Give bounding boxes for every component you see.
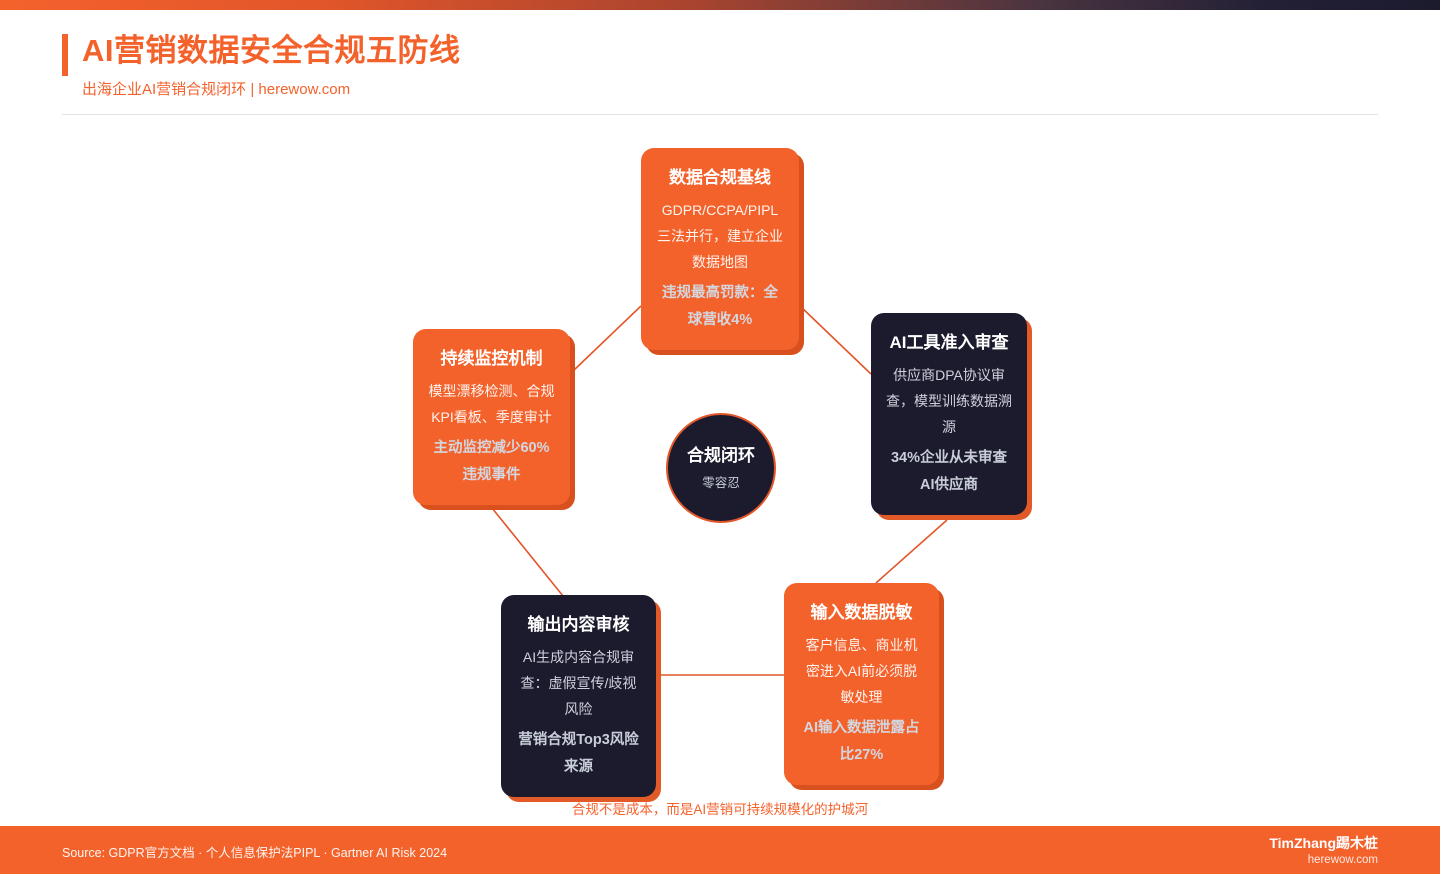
top-accent-strip [0, 0, 1440, 10]
pillar-card-input-data-masking[interactable]: 输入数据脱敏 客户信息、商业机密进入AI前必须脱敏处理 AI输入数据泄露占比27… [784, 583, 939, 785]
footer-brand-site: herewow.com [1307, 854, 1378, 867]
pillar-card-ai-tool-admission-review[interactable]: AI工具准入审查 供应商DPA协议审查，模型训练数据溯源 34%企业从未审查AI… [871, 313, 1027, 515]
card-title: 输出内容审核 [527, 615, 630, 634]
center-hub[interactable]: 合规闭环 零容忍 [666, 413, 776, 523]
header-divider [62, 114, 1378, 115]
card-title: 持续监控机制 [440, 349, 543, 368]
card-metric: 违规最高罚款：全球营收4% [662, 284, 778, 328]
page-title: AI营销数据安全合规五防线 [82, 33, 461, 68]
card-metric: 主动监控减少60%违规事件 [433, 440, 550, 483]
page-subtitle: 出海企业AI营销合规闭环 | herewow.com [82, 81, 351, 98]
card-title: 数据合规基线 [669, 168, 771, 187]
pillar-card-output-content-review[interactable]: 输出内容审核 AI生成内容合规审查：虚假宣传/歧视风险 营销合规Top3风险来源 [501, 595, 656, 797]
tagline: 合规不是成本，而是AI营销可持续规模化的护城河 [571, 802, 869, 817]
title-accent-bar [62, 34, 68, 76]
card-description: 客户信息、商业机密进入AI前必须脱敏处理 [805, 637, 918, 706]
pillar-card-data-compliance-baseline[interactable]: 数据合规基线 GDPR/CCPA/PIPL三法并行，建立企业数据地图 违规最高罚… [641, 148, 799, 350]
card-description: GDPR/CCPA/PIPL三法并行，建立企业数据地图 [657, 202, 783, 271]
card-title: 输入数据脱敏 [810, 603, 913, 622]
card-description: 模型漂移检测、合规KPI看板、季度审计 [428, 383, 555, 426]
title-row: AI营销数据安全合规五防线 [62, 30, 461, 76]
footer-brand: TimZhang踢木桩 herewow.com [1269, 834, 1378, 868]
card-title: AI工具准入审查 [889, 333, 1009, 352]
card-metric: 34%企业从未审查AI供应商 [890, 449, 1008, 493]
hub-title: 合规闭环 [687, 446, 755, 466]
card-description: AI生成内容合规审查：虚假宣传/歧视风险 [520, 649, 637, 718]
footer-source: Source: GDPR官方文档 · 个人信息保护法PIPL · Gartner… [62, 846, 448, 860]
footer-brand-name: TimZhang踢木桩 [1269, 835, 1378, 851]
hub-subtitle: 零容忍 [702, 475, 740, 490]
card-metric: AI输入数据泄露占比27% [803, 719, 920, 763]
pillar-card-continuous-monitoring[interactable]: 持续监控机制 模型漂移检测、合规KPI看板、季度审计 主动监控减少60%违规事件 [413, 329, 570, 505]
page-header: AI营销数据安全合规五防线 出海企业AI营销合规闭环 | herewow.com [62, 30, 461, 99]
card-metric: 营销合规Top3风险来源 [518, 731, 639, 775]
card-description: 供应商DPA协议审查，模型训练数据溯源 [886, 367, 1012, 436]
page-footer: Source: GDPR官方文档 · 个人信息保护法PIPL · Gartner… [0, 826, 1440, 874]
